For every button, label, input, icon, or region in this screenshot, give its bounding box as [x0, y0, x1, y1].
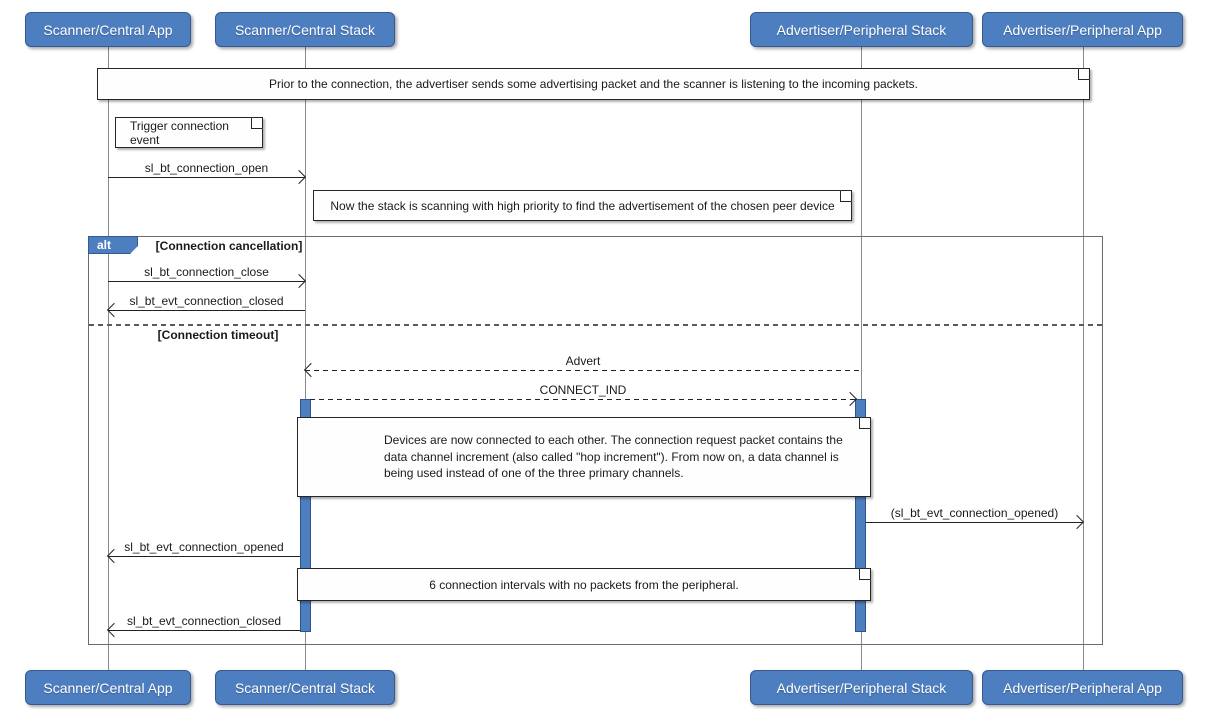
- message-label: Advert: [565, 354, 601, 368]
- note-fold-corner: [840, 190, 852, 202]
- message-label: sl_bt_evt_connection_opened: [124, 540, 284, 554]
- message-advert: Advert: [303, 351, 861, 378]
- lifeline-advertiser-peripheral-stack: [861, 47, 862, 670]
- note-text: Trigger connection event: [130, 118, 229, 147]
- message-label: CONNECT_IND: [539, 383, 627, 397]
- message-label: sl_bt_connection_close: [144, 265, 269, 279]
- message-line: [108, 280, 305, 282]
- note-prior-to-connection: Prior to the connection, the advertiser …: [97, 68, 1090, 100]
- message-label: sl_bt_evt_connection_closed: [129, 294, 284, 308]
- message-line: [108, 309, 305, 311]
- message-line: [310, 398, 856, 400]
- participant-top-advertiser-peripheral-app: Advertiser/Peripheral App: [982, 12, 1183, 47]
- message-sl-bt-evt-connection-closed-timeout: sl_bt_evt_connection_closed: [106, 611, 300, 638]
- message-sl-bt-connection-open: sl_bt_connection_open: [108, 158, 307, 185]
- note-fold-corner: [1078, 68, 1090, 80]
- message-label: (sl_bt_evt_connection_opened): [890, 506, 1059, 520]
- note-text: Now the stack is scanning with high prio…: [330, 198, 835, 213]
- alt-fragment-frame: alt [Connection cancellation] [Connectio…: [88, 236, 1103, 645]
- note-fold-corner: [859, 417, 871, 429]
- note-devices-connected: Devices are now connected to each other.…: [297, 417, 871, 497]
- message-line: [305, 369, 861, 371]
- participant-bottom-advertiser-peripheral-app: Advertiser/Peripheral App: [982, 670, 1183, 705]
- message-line: [108, 176, 305, 178]
- note-text: Devices are now connected to each other.…: [384, 433, 843, 481]
- note-fold-corner: [859, 568, 871, 580]
- message-connect-ind: CONNECT_IND: [310, 380, 858, 407]
- alt-operator-label: alt: [88, 236, 138, 254]
- participant-label: Advertiser/Peripheral Stack: [776, 21, 947, 38]
- note-fold-corner: [251, 117, 263, 129]
- participant-bottom-advertiser-peripheral-stack: Advertiser/Peripheral Stack: [750, 670, 973, 705]
- note-text: Prior to the connection, the advertiser …: [268, 77, 919, 91]
- message-sl-bt-connection-close: sl_bt_connection_close: [108, 262, 307, 289]
- message-sl-bt-evt-connection-opened-central: sl_bt_evt_connection_opened: [106, 537, 300, 564]
- participant-bottom-scanner-central-app: Scanner/Central App: [25, 670, 191, 705]
- message-line: [108, 629, 300, 631]
- participant-top-advertiser-peripheral-stack: Advertiser/Peripheral Stack: [750, 12, 973, 47]
- activation-advertiser-peripheral-stack: [855, 399, 866, 632]
- guard-connection-cancellation: [Connection cancellation]: [155, 239, 303, 253]
- alt-operator-text: alt: [97, 238, 112, 252]
- participant-label: Scanner/Central Stack: [234, 679, 376, 696]
- lifeline-scanner-central-stack: [305, 47, 306, 670]
- guard-connection-timeout: [Connection timeout]: [157, 328, 279, 342]
- note-stack-scanning: Now the stack is scanning with high prio…: [313, 190, 852, 221]
- message-sl-bt-evt-connection-opened-peripheral: (sl_bt_evt_connection_opened): [866, 503, 1085, 530]
- participant-label: Advertiser/Peripheral App: [1003, 21, 1162, 38]
- message-label: sl_bt_connection_open: [144, 161, 269, 175]
- lifeline-scanner-central-app: [108, 47, 109, 670]
- participant-label: Scanner/Central App: [43, 679, 173, 696]
- participant-top-scanner-central-app: Scanner/Central App: [25, 12, 191, 47]
- participant-label: Advertiser/Peripheral Stack: [776, 679, 947, 696]
- message-sl-bt-evt-connection-closed-cancel: sl_bt_evt_connection_closed: [106, 291, 305, 318]
- note-six-connection-intervals: 6 connection intervals with no packets f…: [297, 568, 871, 601]
- message-label: sl_bt_evt_connection_closed: [126, 614, 282, 628]
- participant-label: Scanner/Central Stack: [234, 21, 376, 38]
- participant-label: Scanner/Central App: [43, 21, 173, 38]
- alt-divider: [89, 324, 1102, 326]
- message-line: [108, 555, 300, 557]
- activation-scanner-central-stack: [300, 399, 311, 632]
- participant-label: Advertiser/Peripheral App: [1003, 679, 1162, 696]
- note-trigger-connection-event: Trigger connection event: [115, 117, 263, 148]
- participant-bottom-scanner-central-stack: Scanner/Central Stack: [215, 670, 395, 705]
- message-line: [866, 521, 1083, 523]
- lifeline-advertiser-peripheral-app: [1083, 47, 1084, 670]
- participant-top-scanner-central-stack: Scanner/Central Stack: [215, 12, 395, 47]
- note-text: 6 connection intervals with no packets f…: [429, 577, 739, 592]
